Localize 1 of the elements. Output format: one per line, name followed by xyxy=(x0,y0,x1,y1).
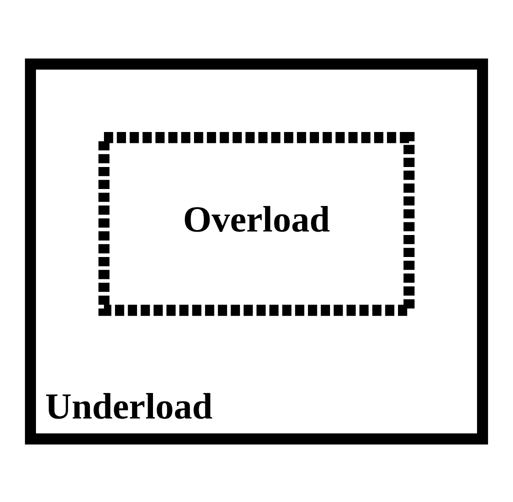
node-box: Overload xyxy=(98,132,415,316)
